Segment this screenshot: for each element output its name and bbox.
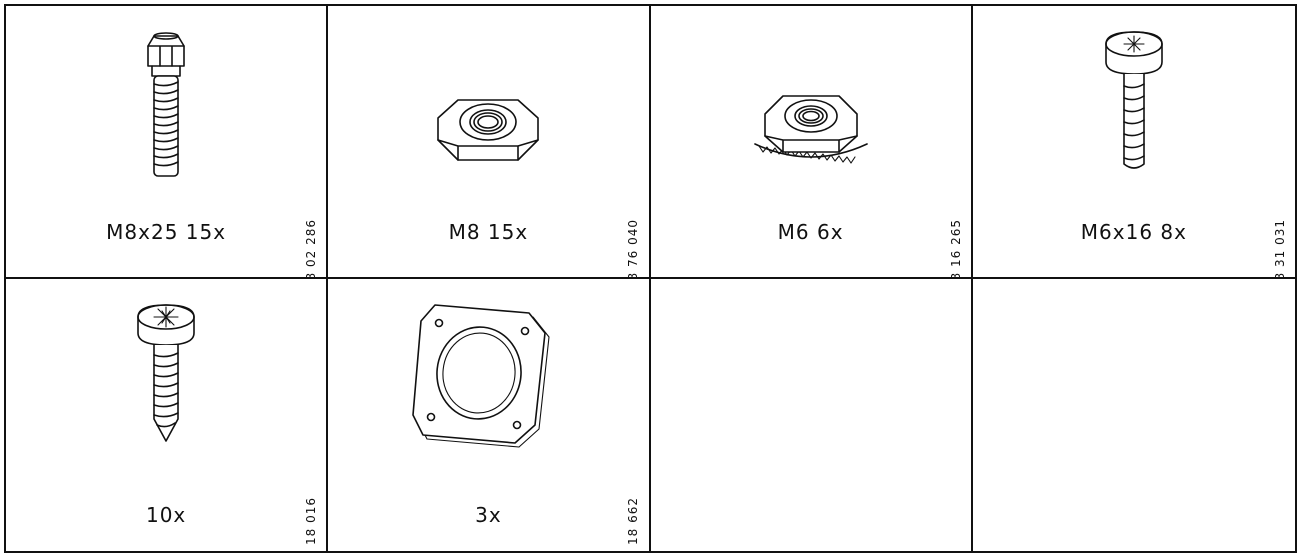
part-cell-gasket-plate: 3x 04 18 662 <box>328 278 651 551</box>
part-cell-self-tapping-screw: 10x 08 18 016 <box>6 278 329 551</box>
hex-bolt-icon <box>147 32 185 177</box>
gasket-plate-icon <box>412 303 550 448</box>
part-cell-hex-nut: M8 15x 08 76 040 <box>328 6 651 279</box>
part-code: 08 31 031 <box>1273 218 1287 279</box>
part-code: 08 76 040 <box>626 218 641 279</box>
part-quantity: 10x <box>145 503 187 527</box>
part-code: 08 18 016 <box>304 497 319 551</box>
parts-grid: M8x25 15x 08 02 286 M8 15x 08 76 040 M6 … <box>4 4 1297 553</box>
part-quantity: 3x <box>475 503 502 527</box>
serrated-flange-nut-icon <box>753 95 868 164</box>
self-tapping-screw-icon <box>137 303 195 442</box>
pan-head-screw-icon <box>1105 31 1163 169</box>
hex-nut-icon <box>437 99 540 161</box>
part-quantity: M8x25 15x <box>106 219 227 244</box>
part-code: 08 16 265 <box>948 218 963 279</box>
part-quantity: M8 15x <box>448 219 529 244</box>
part-quantity: M6x16 8x <box>1080 219 1187 244</box>
empty-cell <box>651 278 973 551</box>
part-quantity: M6 6x <box>777 219 844 244</box>
part-code: 08 02 286 <box>304 218 319 279</box>
part-cell-flange-nut: M6 6x 08 16 265 <box>650 6 973 279</box>
empty-cell <box>973 279 1295 552</box>
part-cell-hex-bolt: M8x25 15x 08 02 286 <box>6 6 329 279</box>
part-cell-pan-head-screw: M6x16 8x 08 31 031 <box>972 6 1295 279</box>
part-code: 04 18 662 <box>626 497 641 551</box>
